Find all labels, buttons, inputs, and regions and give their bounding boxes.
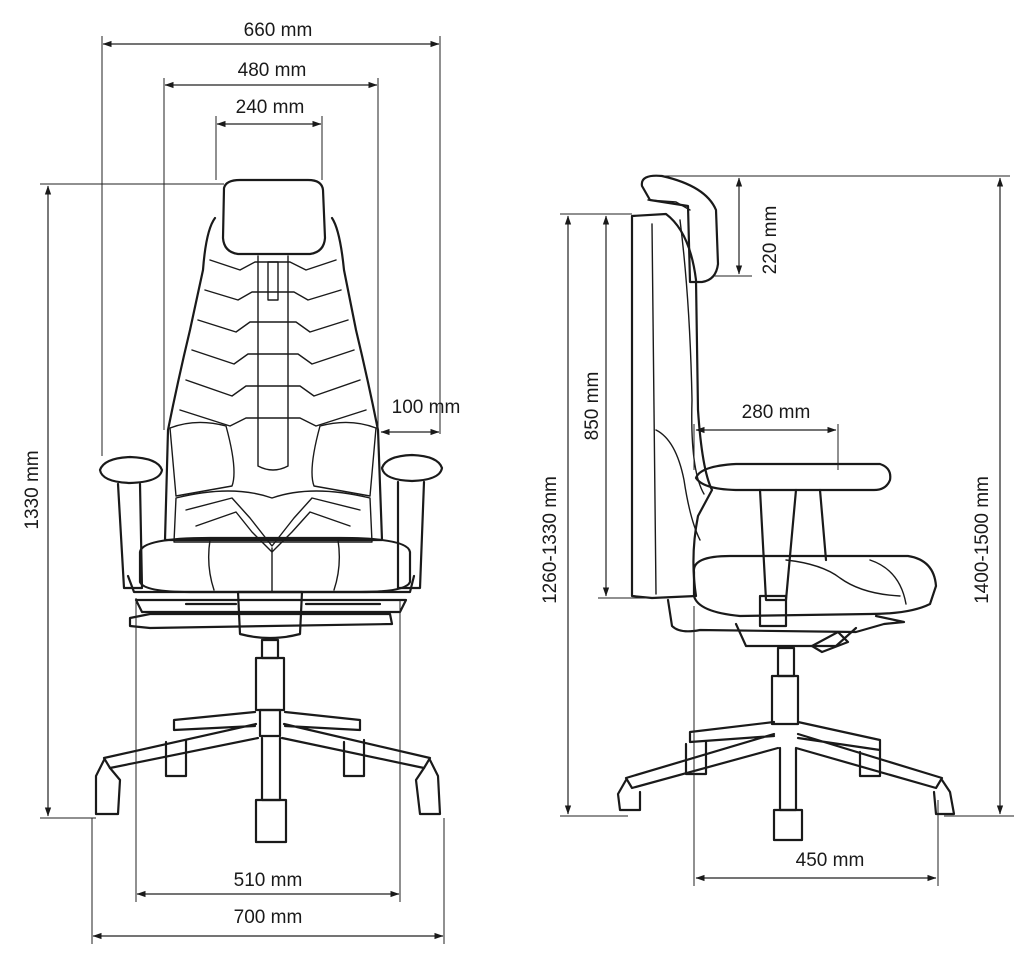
front-seat (138, 536, 412, 594)
front-backrest (163, 216, 384, 542)
label-overall-width: 660 mm (244, 20, 313, 41)
label-base-width: 700 mm (234, 907, 303, 928)
front-mechanism-block (236, 590, 304, 640)
label-seat-width: 510 mm (234, 870, 303, 891)
label-headrest-height: 220 mm (760, 206, 781, 275)
side-casters (616, 740, 956, 842)
side-armrest (694, 462, 892, 492)
lumbar-panel (169, 421, 377, 497)
label-height-range-total: 1400-1500 mm (972, 476, 993, 604)
label-headrest-width: 240 mm (236, 97, 305, 118)
front-view-chair (94, 178, 444, 844)
label-armrest-offset: 100 mm (392, 397, 461, 418)
front-dimensions: 660 mm 480 mm 240 mm 100 mm 1330 mm 510 … (22, 20, 460, 944)
label-overall-height: 1330 mm (22, 450, 43, 529)
side-view-chair (616, 174, 956, 842)
front-headrest (221, 178, 327, 256)
label-backrest-height: 850 mm (582, 372, 603, 441)
label-backrest-width: 480 mm (238, 60, 307, 81)
front-star-base (102, 710, 432, 802)
front-casters (94, 738, 442, 844)
label-height-range-no-headrest: 1260-1330 mm (540, 476, 561, 604)
side-dimensions: 220 mm 280 mm 850 mm 1260-1330 mm 1400-1… (540, 175, 1014, 886)
backrest-chevrons (179, 259, 367, 427)
side-seat (692, 554, 938, 618)
front-right-armrest (380, 453, 444, 483)
side-star-base (624, 720, 944, 812)
side-headrest (640, 174, 720, 284)
label-seat-depth: 450 mm (796, 850, 865, 871)
front-left-armrest (98, 455, 164, 485)
label-armrest-depth: 280 mm (742, 402, 811, 423)
